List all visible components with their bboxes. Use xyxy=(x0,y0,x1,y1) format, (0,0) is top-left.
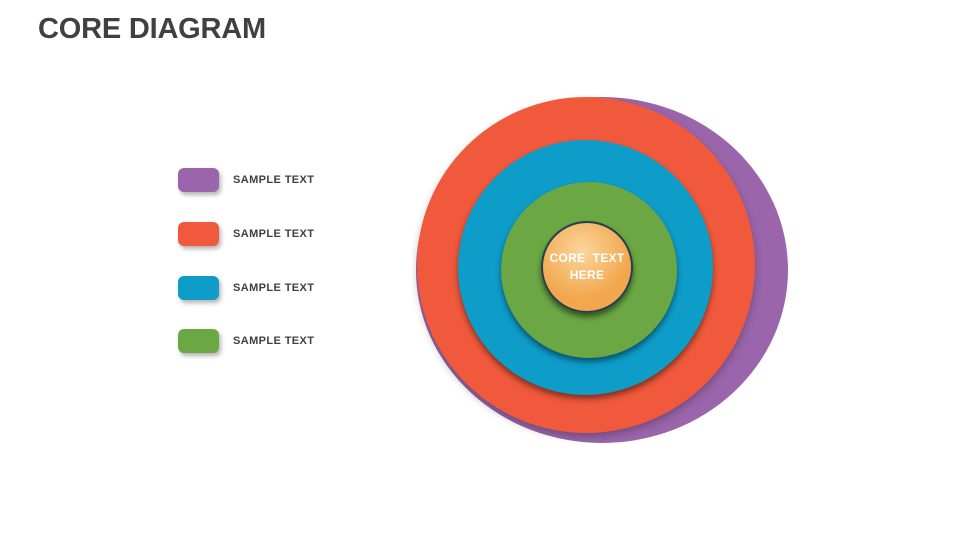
core-label: CORE TEXT HERE xyxy=(549,251,625,282)
legend-swatch-green xyxy=(178,329,219,353)
core-circle: CORE TEXT HERE xyxy=(541,221,633,313)
legend-item-orange: SAMPLE TEXT xyxy=(178,222,314,246)
legend-item-purple: SAMPLE TEXT xyxy=(178,168,314,192)
slide-title: CORE DIAGRAM xyxy=(38,13,266,45)
legend-swatch-blue xyxy=(178,276,219,300)
legend-item-blue: SAMPLE TEXT xyxy=(178,276,314,300)
legend-label-orange: SAMPLE TEXT xyxy=(233,228,315,240)
legend-label-blue: SAMPLE TEXT xyxy=(233,282,315,294)
legend-label-purple: SAMPLE TEXT xyxy=(233,174,315,186)
legend-item-green: SAMPLE TEXT xyxy=(178,329,314,353)
legend-swatch-purple xyxy=(178,168,219,192)
legend-swatch-orange xyxy=(178,222,219,246)
legend-label-green: SAMPLE TEXT xyxy=(233,335,315,347)
